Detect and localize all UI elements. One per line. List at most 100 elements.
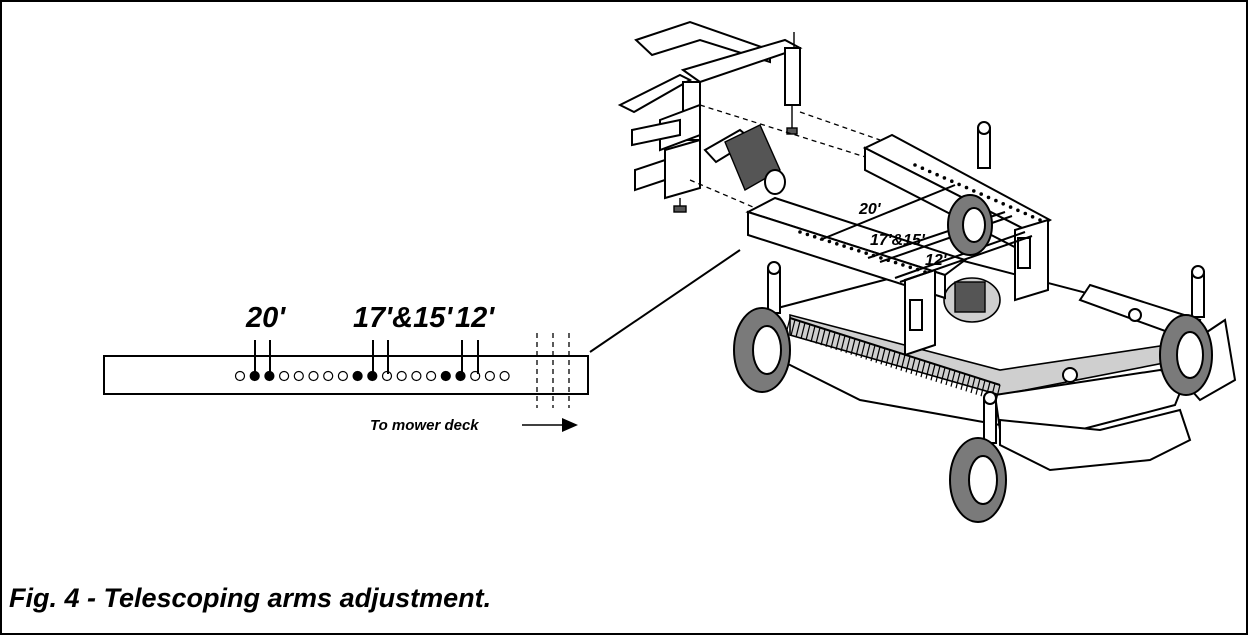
comb-tooth <box>905 356 911 373</box>
mower-label-17-15: 17'&15' <box>870 232 926 249</box>
comb-tooth <box>840 335 846 352</box>
mower-arm-hole <box>986 195 991 200</box>
mower-telescoping-arms <box>745 133 1053 357</box>
mower-arm-hole <box>950 179 954 183</box>
to-mower-deck-arrow-head <box>562 418 578 432</box>
arm-hole <box>396 370 407 382</box>
arm-hole <box>337 370 348 382</box>
deck-comb <box>785 317 1001 402</box>
mower-arm-hole <box>942 176 947 180</box>
arm-hole <box>411 370 422 382</box>
arm-label-12: 12' <box>455 302 495 334</box>
comb-tooth <box>945 368 951 386</box>
arm-hole <box>323 370 334 382</box>
mower-arm-hole <box>979 192 983 196</box>
mower-arm-hole <box>812 234 817 239</box>
arm-hole <box>426 370 437 382</box>
comb-tooth <box>880 348 886 365</box>
arm-label-17-15: 17'&15' <box>353 302 453 334</box>
comb-tooth <box>820 329 826 346</box>
comb-tooth <box>885 349 891 367</box>
mower-arm-hole <box>827 239 832 244</box>
comb-tooth <box>850 338 856 355</box>
mower-arm-hole <box>879 256 883 260</box>
wheel <box>1159 314 1213 396</box>
mower-arm-hole <box>805 232 810 237</box>
comb-tooth <box>935 365 941 383</box>
mower-arm-hole <box>835 242 839 246</box>
mower-label-12: 12' <box>925 252 948 269</box>
comb-tooth <box>925 362 931 379</box>
arm-hole <box>308 370 319 382</box>
arm-hole-used <box>352 370 363 382</box>
telescoping-arm-detail: 20' 17'&15' 12' To mower deck <box>103 249 741 434</box>
arm-hole-used <box>455 370 466 382</box>
comb-tooth <box>960 373 966 390</box>
mower-arm-hole <box>1016 208 1020 213</box>
mower-arm-hole <box>994 198 998 203</box>
mower-arm-hole <box>935 172 939 177</box>
arm-hole <box>293 370 304 382</box>
mower-arm-hole <box>798 230 802 234</box>
arm-hole-used <box>440 370 451 382</box>
tractor-frame <box>617 20 803 213</box>
mower-arm-hole <box>1038 218 1042 222</box>
comb-tooth <box>890 351 896 368</box>
mower-arm-hole <box>857 249 861 253</box>
mower-arm-hole <box>957 182 961 187</box>
comb-tooth <box>920 360 926 378</box>
arm-hole <box>279 370 290 382</box>
comb-tooth <box>895 352 901 370</box>
comb-tooth <box>910 357 916 375</box>
arm-hole <box>234 370 246 382</box>
mower-arm-hole <box>893 260 898 265</box>
comb-tooth <box>810 325 816 343</box>
comb-tooth <box>855 340 861 357</box>
comb-tooth <box>875 346 881 363</box>
mower-arm-hole <box>901 263 905 267</box>
wheel <box>947 194 993 256</box>
mower-arm-hole <box>913 163 917 167</box>
comb-tooth <box>965 375 971 392</box>
comb-tooth <box>980 380 986 397</box>
comb-tooth <box>830 332 836 349</box>
mower-arm-hole <box>927 169 932 174</box>
mower-arm-hole <box>972 189 976 193</box>
pto-shaft <box>703 124 786 195</box>
mower-arm-hole <box>842 244 846 248</box>
mower-arm-hole <box>1001 202 1005 206</box>
comb-tooth <box>860 341 866 359</box>
comb-tooth <box>975 378 981 395</box>
mower-arm-hole <box>964 185 969 190</box>
wheel <box>733 307 791 393</box>
arm-hole <box>484 370 495 382</box>
arm-holes-back <box>913 163 1042 222</box>
mower-arm-hole <box>864 251 868 255</box>
comb-tooth <box>930 364 936 381</box>
figure-caption: Fig. 4 - Telescoping arms adjustment. <box>9 583 492 613</box>
castor-posts <box>767 121 1205 444</box>
comb-tooth <box>970 376 976 394</box>
mower-arm-hole <box>920 166 925 170</box>
comb-tooth <box>955 372 961 389</box>
hole-row <box>234 370 510 382</box>
mower-label-20: 20' <box>858 201 882 218</box>
detail-leader-line <box>589 249 741 353</box>
comb-tooth <box>900 354 906 371</box>
wheel <box>949 437 1007 523</box>
comb-tooth <box>835 333 841 351</box>
comb-tooth <box>825 330 831 347</box>
arm-hole <box>499 370 510 382</box>
comb-tooth <box>790 319 796 336</box>
arm-label-20: 20' <box>245 302 286 334</box>
mower-arm-hole <box>1023 211 1028 216</box>
comb-tooth <box>805 324 811 341</box>
mower-arm-hole <box>1008 205 1013 209</box>
mower-arm-hole <box>908 265 913 270</box>
comb-tooth <box>815 327 821 344</box>
mower-arm-hole <box>849 246 854 251</box>
comb-tooth <box>800 322 806 339</box>
mower-drawing: 20' 17'&15' 12' <box>617 20 1237 523</box>
